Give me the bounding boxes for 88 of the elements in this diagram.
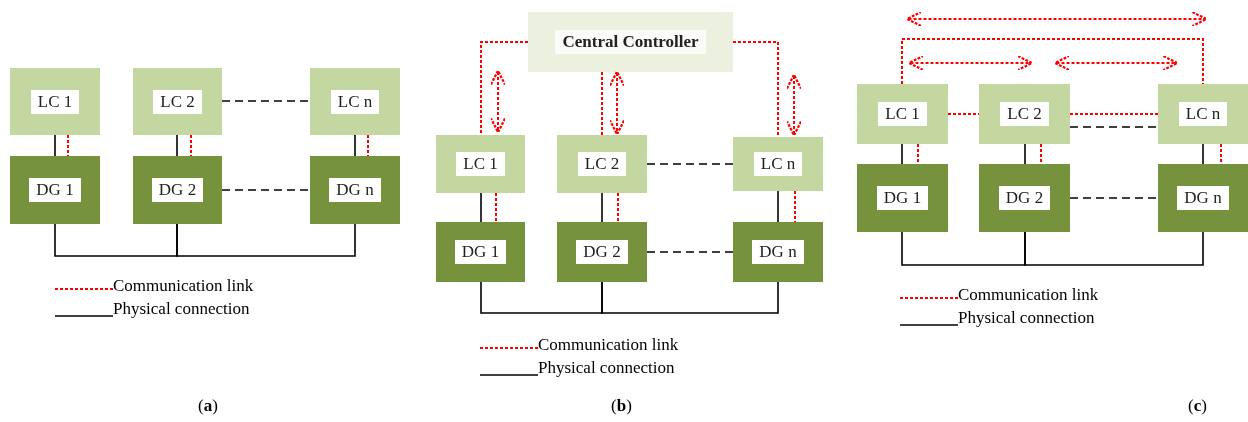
box-label: LC n	[753, 152, 803, 176]
box-label: DG 2	[576, 240, 628, 264]
communication-link	[480, 41, 529, 136]
controller-box	[557, 135, 647, 193]
box-label: LC n	[330, 89, 380, 114]
connection-line	[54, 223, 178, 257]
connection-line	[354, 134, 356, 157]
legend-label: Communication link	[538, 336, 679, 354]
controller-box	[979, 84, 1070, 144]
communication-link	[1220, 143, 1222, 165]
connection-line	[1024, 231, 1204, 266]
generator-box	[133, 156, 222, 224]
communication-link	[190, 134, 192, 157]
double-arrow	[906, 10, 1208, 28]
generator-box	[1158, 164, 1248, 232]
connection-line	[601, 192, 603, 223]
generator-box	[557, 222, 647, 282]
double-arrow	[1054, 54, 1179, 72]
connection-line	[601, 281, 779, 314]
generator-box	[979, 164, 1070, 232]
communication-link	[917, 143, 919, 165]
box-label: DG 2	[151, 178, 204, 202]
connection-line	[480, 192, 482, 223]
box-label: LC 2	[1000, 102, 1049, 126]
legend-label: Physical connection	[958, 309, 1095, 327]
communication-link	[601, 71, 603, 136]
communication-link	[1040, 143, 1042, 165]
double-arrow	[608, 70, 626, 136]
box-label: LC 1	[456, 152, 505, 176]
panel-caption: (b)	[611, 396, 632, 416]
double-arrow	[785, 73, 803, 137]
generator-box	[10, 156, 100, 224]
communication-link	[794, 190, 796, 223]
box-label: DG n	[1177, 186, 1229, 210]
double-arrow	[908, 54, 1033, 72]
connection-line	[480, 281, 603, 314]
double-arrow	[489, 69, 507, 134]
connection-line	[54, 134, 56, 157]
controller-box	[857, 84, 948, 144]
communication-link	[495, 192, 497, 223]
panel-caption: (c)	[1188, 396, 1207, 416]
central-controller-box	[528, 12, 733, 72]
legend-label: Communication link	[113, 277, 254, 295]
box-label: DG 1	[454, 240, 507, 264]
communication-link	[901, 38, 1204, 85]
box-label: DG n	[329, 178, 381, 202]
connection-line	[777, 190, 779, 223]
box-label: DG 1	[876, 186, 929, 210]
connection-line	[1069, 197, 1159, 199]
controller-box	[436, 135, 525, 193]
legend-label: Physical connection	[113, 300, 250, 318]
panel-caption: (a)	[198, 396, 218, 416]
controller-box	[310, 68, 400, 135]
communication-link	[617, 192, 619, 223]
generator-box	[310, 156, 400, 224]
connection-line	[1202, 143, 1204, 165]
box-label: LC n	[1178, 102, 1228, 126]
connection-line	[901, 143, 903, 165]
legend-label: Communication link	[958, 286, 1099, 304]
controller-box	[10, 68, 100, 135]
communication-link	[67, 134, 69, 157]
generator-box	[436, 222, 525, 282]
connection-line	[646, 163, 734, 165]
connection-line	[221, 100, 311, 102]
communication-link	[1069, 113, 1159, 115]
box-label: LC 1	[30, 89, 80, 114]
controller-box	[733, 137, 823, 191]
communication-link	[732, 41, 779, 138]
box-label: Central Controller	[555, 30, 706, 54]
box-label: DG 2	[998, 186, 1051, 210]
box-label: LC 1	[878, 102, 927, 126]
generator-box	[733, 222, 823, 282]
box-label: LC 2	[577, 152, 627, 176]
legend-label: Physical connection	[538, 359, 675, 377]
controller-box	[1158, 84, 1248, 144]
connection-line	[176, 134, 178, 157]
connection-line	[901, 231, 1026, 266]
connection-line	[221, 189, 311, 191]
communication-link	[367, 134, 369, 157]
connection-line	[1069, 126, 1159, 128]
connection-line	[176, 223, 356, 257]
connection-line	[1024, 143, 1026, 165]
connection-line	[646, 251, 734, 253]
generator-box	[857, 164, 948, 232]
box-label: DG n	[752, 240, 804, 264]
box-label: DG 1	[29, 178, 81, 202]
controller-box	[133, 68, 222, 135]
box-label: LC 2	[153, 89, 202, 114]
